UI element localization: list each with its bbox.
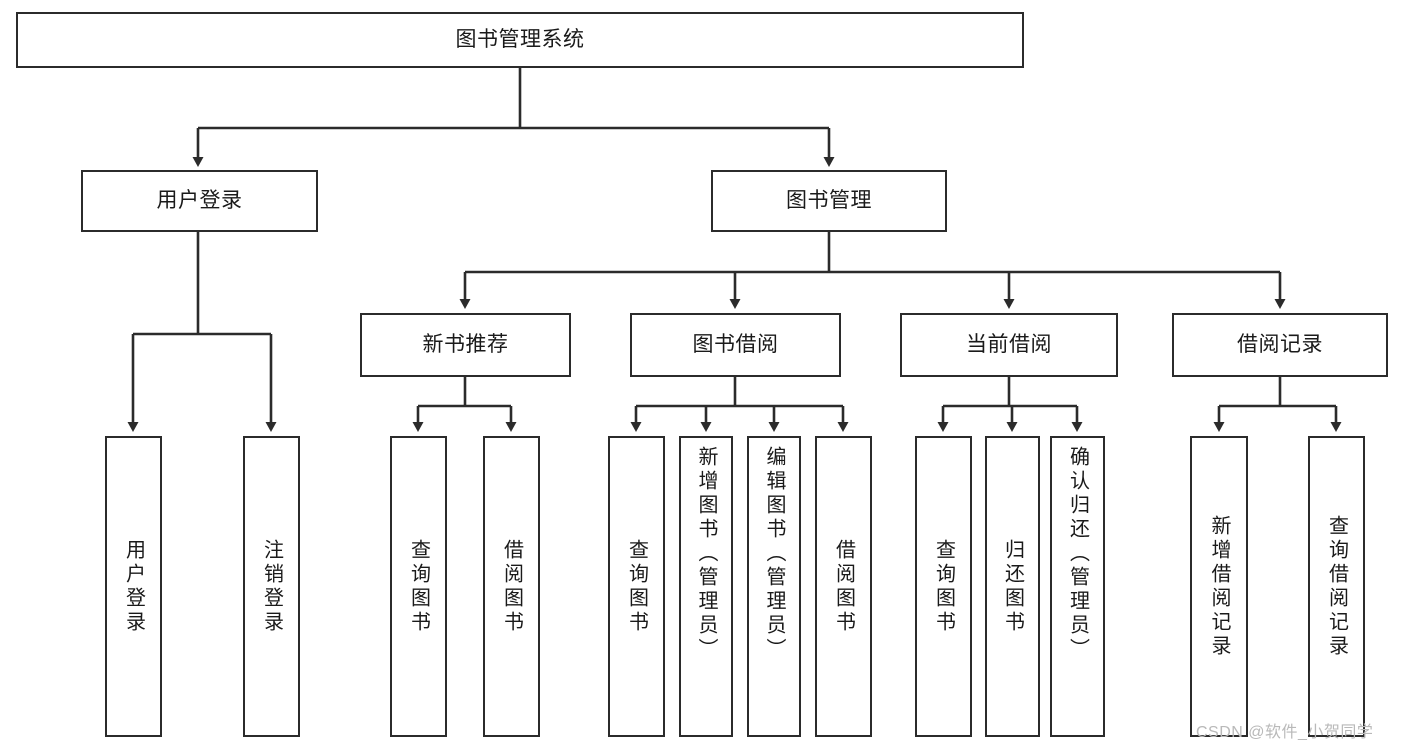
node-leaf-confirm-return-label: 确认归还（管理员） [1066, 446, 1089, 662]
node-leaf-query-record[interactable]: 查询借阅记录 [1308, 436, 1365, 737]
node-new-book-rec[interactable]: 新书推荐 [360, 313, 571, 377]
node-book-manage[interactable]: 图书管理 [711, 170, 947, 232]
node-leaf-user-login-label: 用户登录 [122, 538, 145, 635]
node-leaf-edit-book[interactable]: 编辑图书（管理员） [747, 436, 801, 737]
node-leaf-query-book-rec-label: 查询图书 [407, 538, 430, 635]
node-leaf-add-book-label: 新增图书（管理员） [695, 446, 717, 662]
node-leaf-query-record-label: 查询借阅记录 [1325, 514, 1348, 659]
node-book-borrow-label: 图书借阅 [692, 332, 779, 356]
node-new-book-rec-label: 新书推荐 [422, 332, 509, 356]
node-root-label: 图书管理系统 [455, 27, 585, 51]
node-leaf-borrow-book-bor[interactable]: 借阅图书 [815, 436, 872, 737]
node-leaf-query-book-bor-label: 查询图书 [625, 538, 648, 635]
node-leaf-logout-label: 注销登录 [260, 538, 283, 635]
node-book-borrow[interactable]: 图书借阅 [630, 313, 841, 377]
node-borrow-record[interactable]: 借阅记录 [1172, 313, 1388, 377]
node-leaf-add-record[interactable]: 新增借阅记录 [1190, 436, 1248, 737]
node-leaf-confirm-return[interactable]: 确认归还（管理员） [1050, 436, 1105, 737]
node-leaf-edit-book-label: 编辑图书（管理员） [763, 446, 785, 662]
node-leaf-query-book-cur[interactable]: 查询图书 [915, 436, 972, 737]
node-leaf-logout[interactable]: 注销登录 [243, 436, 300, 737]
node-user-login-label: 用户登录 [156, 188, 243, 212]
node-leaf-user-login[interactable]: 用户登录 [105, 436, 162, 737]
node-user-login[interactable]: 用户登录 [81, 170, 318, 232]
node-root[interactable]: 图书管理系统 [16, 12, 1024, 68]
node-leaf-query-book-bor[interactable]: 查询图书 [608, 436, 665, 737]
node-leaf-add-record-label: 新增借阅记录 [1208, 514, 1230, 659]
node-leaf-return-book-label: 归还图书 [1001, 538, 1024, 635]
csdn-watermark: CSDN @软件_小贺同学 [1196, 724, 1374, 741]
node-current-borrow-label: 当前借阅 [966, 332, 1052, 356]
node-leaf-add-book[interactable]: 新增图书（管理员） [679, 436, 733, 737]
node-leaf-query-book-rec[interactable]: 查询图书 [390, 436, 447, 737]
node-leaf-query-book-cur-label: 查询图书 [932, 538, 955, 635]
node-book-manage-label: 图书管理 [786, 188, 872, 212]
node-borrow-record-label: 借阅记录 [1237, 332, 1323, 356]
node-leaf-borrow-book-rec-label: 借阅图书 [500, 538, 523, 635]
node-leaf-borrow-book-bor-label: 借阅图书 [832, 538, 855, 635]
node-current-borrow[interactable]: 当前借阅 [900, 313, 1118, 377]
node-leaf-borrow-book-rec[interactable]: 借阅图书 [483, 436, 540, 737]
node-leaf-return-book[interactable]: 归还图书 [985, 436, 1040, 737]
